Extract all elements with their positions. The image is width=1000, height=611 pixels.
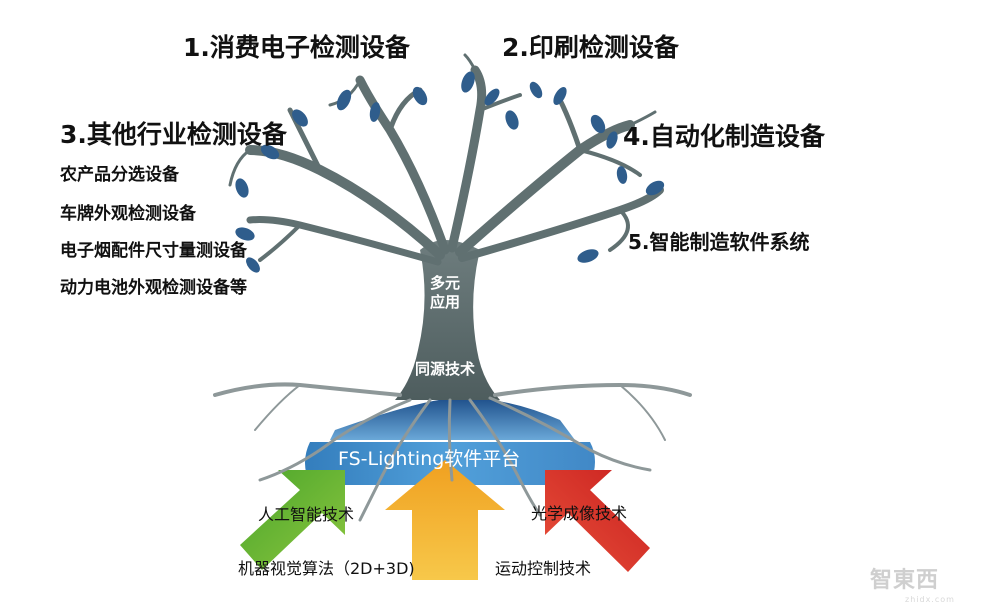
vision-algorithm-label: 机器视觉算法（2D+3D) <box>238 559 415 578</box>
sub-item: 农产品分选设备 <box>60 165 179 185</box>
sub-item: 电子烟配件尺寸量测设备 <box>60 241 247 261</box>
watermark-logo: 智東西 <box>870 568 940 593</box>
motion-control-label: 运动控制技术 <box>495 559 592 578</box>
ai-tech-label: 人工智能技术 <box>258 505 355 524</box>
app-label-4: 4.自动化制造设备 <box>623 122 825 151</box>
watermark-sub: zhidx.com <box>905 595 955 604</box>
sub-item: 车牌外观检测设备 <box>60 204 196 224</box>
platform-label: FS-Lighting软件平台 <box>338 448 521 470</box>
app-label-1: 1.消费电子检测设备 <box>183 33 410 62</box>
app-label-3: 3.其他行业检测设备 <box>60 120 287 149</box>
app-label-2: 2.印刷检测设备 <box>502 33 679 62</box>
app-label-5: 5.智能制造软件系统 <box>628 230 810 254</box>
trunk-lower-label: 同源技术 <box>414 360 475 378</box>
optical-imaging-label: 光学成像技术 <box>531 504 628 523</box>
sub-item: 动力电池外观检测设备等 <box>60 278 247 298</box>
tree-trunk <box>395 240 500 400</box>
green-arrow-shape <box>240 470 345 570</box>
orange-arrow-shape <box>385 460 505 580</box>
trunk-upper-label: 多元 应用 <box>429 274 460 311</box>
red-arrow-shape <box>545 470 650 572</box>
